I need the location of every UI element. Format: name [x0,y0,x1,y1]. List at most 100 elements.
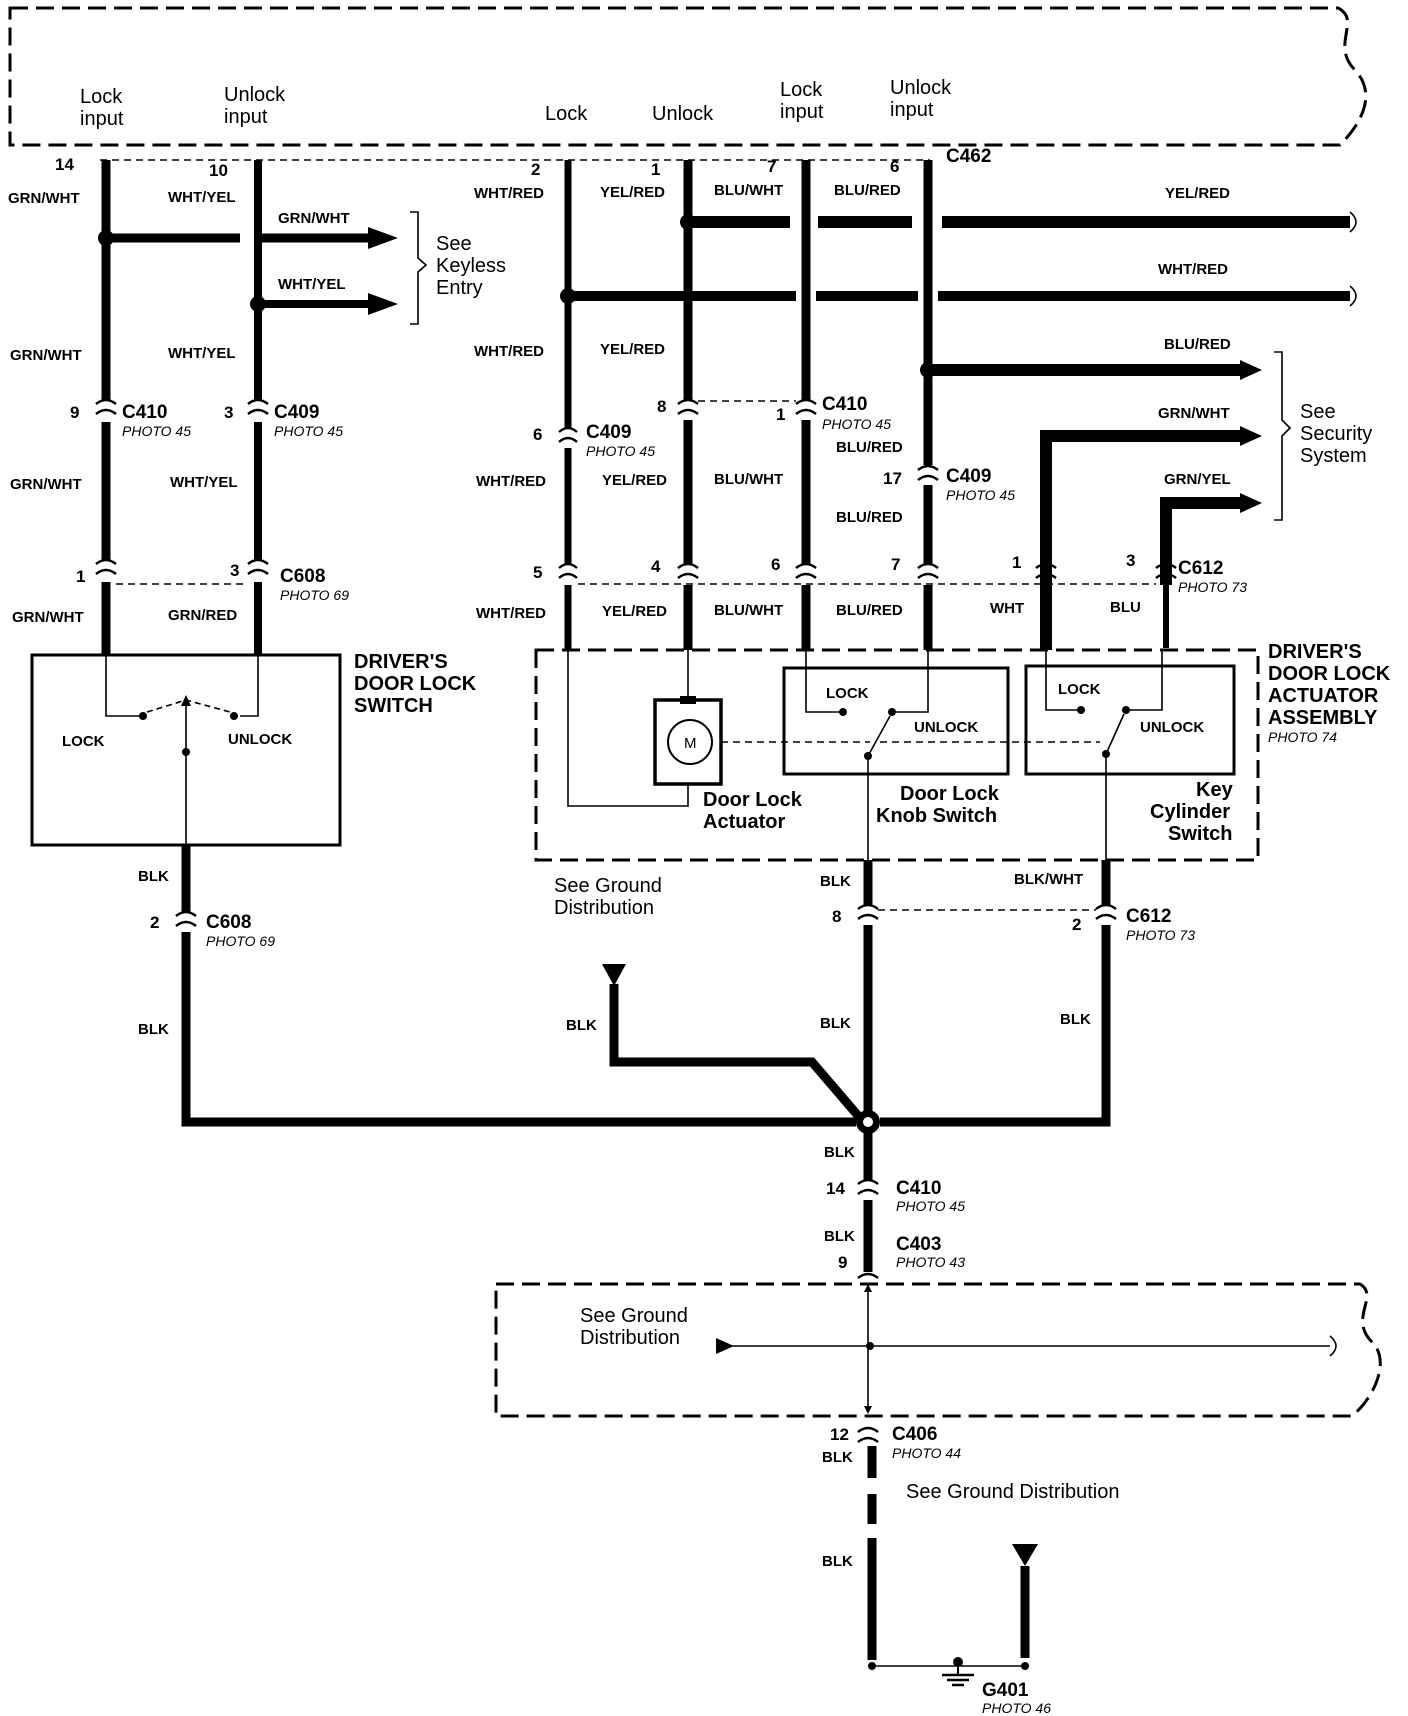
photo69-c608-top: PHOTO 69 [280,587,349,603]
module-unlock-input-b-label-2: input [890,99,934,121]
wire-label-blk-branch: BLK [566,1017,597,1034]
wire-label-wht-red-3: WHT/RED [476,473,546,490]
pin-9: 9 [70,403,79,422]
wire-label-yel-red-2: YEL/RED [600,341,665,358]
photo45-c409-mid: PHOTO 45 [586,443,655,459]
switch-title-3: SWITCH [354,695,433,717]
pin-6-c409: 6 [533,425,542,444]
ground-dist-ref-mid-2: Distribution [554,897,654,919]
photo74: PHOTO 74 [1268,729,1337,745]
wire-label-wht-yel-3: WHT/YEL [170,474,238,491]
drivers-door-lock-actuator-assembly: DRIVER'S DOOR LOCK ACTUATOR ASSEMBLY PHO… [534,641,1391,862]
wire-label-blu-wht-1: BLU/WHT [714,182,783,199]
knob-unlock-label: UNLOCK [914,719,978,736]
pin-12-c406: 12 [830,1425,849,1444]
wire-label-yel-red-right: YEL/RED [1165,185,1230,202]
keyless-ref-3: Entry [436,277,483,299]
pin-1-c612: 1 [1012,553,1021,572]
wire-label-grn-wht-3: GRN/WHT [10,476,82,493]
wire-label-grn-wht-2: GRN/WHT [10,347,82,364]
wire-label-blk-c410: BLK [824,1144,855,1161]
pin-4: 4 [651,557,661,576]
wire-label-grn-wht-branch: GRN/WHT [278,210,350,227]
wire-label-blk-c406: BLK [822,1449,853,1466]
pin-8-c410: 8 [657,397,666,416]
wire-label-grn-wht-1: GRN/WHT [8,190,80,207]
top-control-module: Lock input Unlock input Lock Unlock Lock… [8,6,1368,180]
middle-wires: See Security System WHT/RED YEL/RED BLU/… [474,160,1372,650]
motor-label: M [684,735,697,752]
wire-label-grn-wht-right: GRN/WHT [1158,405,1230,422]
wire-label-yel-red-1: YEL/RED [600,184,665,201]
key-cylinder-label-2: Cylinder [1150,801,1230,823]
keyless-ref-2: Keyless [436,255,506,277]
photo73-c612-top: PHOTO 73 [1178,579,1247,595]
wire-label-blk-c403: BLK [824,1228,855,1245]
pin-17-c409: 17 [883,469,902,488]
pin-2-c608: 2 [150,913,159,932]
wire-label-blk-wht: BLK/WHT [1014,871,1083,888]
module-pin-10: 10 [209,161,228,180]
key-lock-label: LOCK [1058,681,1101,698]
photo44-c406: PHOTO 44 [892,1445,961,1461]
key-unlock-label: UNLOCK [1140,719,1204,736]
pin-2-c612: 2 [1072,915,1081,934]
module-unlock-label: Unlock [652,103,714,125]
module-lock-input-b-label-2: input [780,101,824,123]
knob-switch-label-1: Door Lock [900,783,1000,805]
wire-label-blu: BLU [1110,599,1141,616]
actuator-title-1: DRIVER'S [1268,641,1362,663]
wire-label-wht: WHT [990,600,1024,617]
pin-9-c403: 9 [838,1253,847,1272]
wire-label-yel-red-3: YEL/RED [602,472,667,489]
wire-label-blk-center-2: BLK [820,1015,851,1032]
switch-title-1: DRIVER'S [354,651,448,673]
security-ref-1: See [1300,401,1336,423]
connector-c608-bottom: C608 [206,912,251,933]
module-pin-14: 14 [55,155,74,174]
connector-c612-top: C612 [1178,558,1223,579]
module-lock-input-b-label: Lock [780,79,823,101]
wire-label-blu-red-4: BLU/RED [836,602,903,619]
key-cylinder-label-1: Key [1196,779,1234,801]
pin-1-c608: 1 [76,567,85,586]
pin-6: 6 [771,555,780,574]
module-lock-input-label-2: input [80,108,124,130]
module-pin-1: 1 [651,160,660,179]
ground-wiring: BLK 2 C608 PHOTO 69 BLK BLK 8 BLK BLK/WH… [138,845,1195,1280]
knob-switch-label-2: Knob Switch [876,805,997,827]
connector-c403: C403 [896,1234,941,1255]
wire-label-yel-red-4: YEL/RED [602,603,667,620]
wire-label-blk-bottom: BLK [822,1553,853,1570]
wire-label-blu-red-right: BLU/RED [1164,336,1231,353]
wire-label-wht-yel-2: WHT/YEL [168,345,236,362]
photo45-c410-mid: PHOTO 45 [822,416,891,432]
module-lock-input-label: Lock [80,86,123,108]
pin-3-c612: 3 [1126,551,1135,570]
pin-8-ground: 8 [832,907,841,926]
module-pin-6: 6 [890,157,899,176]
key-cylinder-label-3: Switch [1168,823,1232,845]
wire-label-blu-red-2: BLU/RED [836,439,903,456]
wire-label-blk-center-1: BLK [820,873,851,890]
photo45-c409-left: PHOTO 45 [274,423,343,439]
connector-c409-mid: C409 [586,422,631,443]
ground-dist-ref-box-1: See Ground [580,1305,688,1327]
photo69-c608-bottom: PHOTO 69 [206,933,275,949]
connector-c409-left: C409 [274,402,319,423]
connector-c612-bottom: C612 [1126,906,1171,927]
photo45-c410-left: PHOTO 45 [122,423,191,439]
switch-lock-label: LOCK [62,733,105,750]
module-unlock-input-b-label: Unlock [890,77,952,99]
connector-c410-bottom: C410 [896,1178,941,1199]
connector-c406: C406 [892,1424,937,1445]
module-pin-2: 2 [531,160,540,179]
pin-3-c608: 3 [230,561,239,580]
security-ref-3: System [1300,445,1367,467]
ground-dist-ref-mid-1: See Ground [554,875,662,897]
connector-c608-top: C608 [280,566,325,587]
left-connector-marks: 9 C410 PHOTO 45 3 C409 PHOTO 45 1 3 C608… [70,398,349,603]
photo43-c403: PHOTO 43 [896,1254,965,1270]
wire-label-blu-wht-2: BLU/WHT [714,471,783,488]
wire-label-blu-wht-3: BLU/WHT [714,602,783,619]
